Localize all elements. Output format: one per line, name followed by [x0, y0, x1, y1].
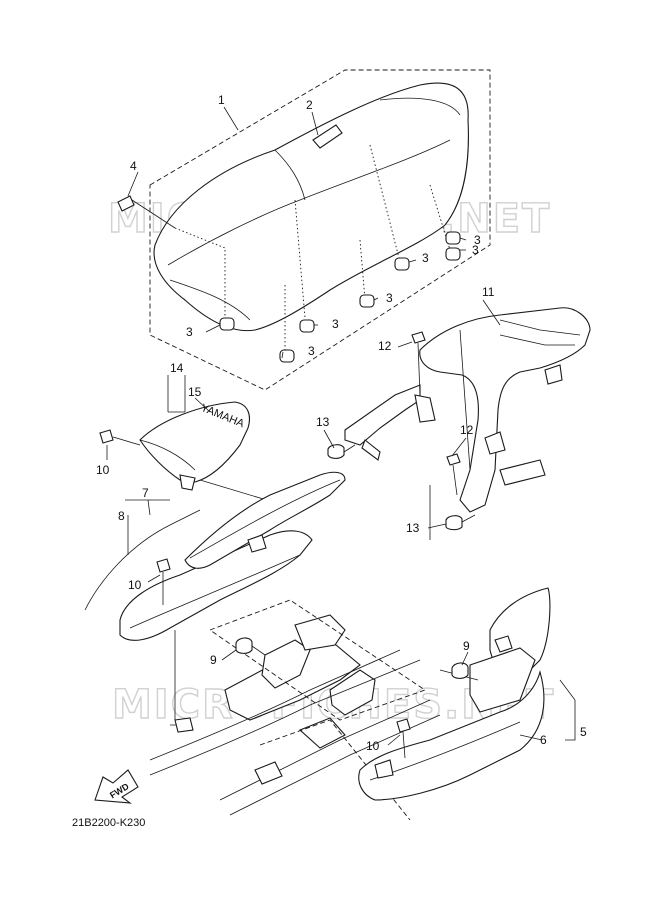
callout-12-bottom: 12: [460, 423, 474, 437]
frame-structure: [149, 599, 441, 821]
callout-3a: 3: [186, 325, 193, 339]
callout-8: 8: [118, 509, 125, 523]
callout-2: 2: [306, 98, 313, 112]
callout-10-bottom: 10: [366, 739, 380, 753]
callout-3e: 3: [422, 251, 429, 265]
callout-5: 5: [580, 725, 587, 739]
callout-10-middle: 10: [128, 578, 142, 592]
callout-3g: 3: [474, 233, 481, 247]
leader-lines: [106, 106, 576, 746]
tail-cover: YAMAHA: [99, 401, 301, 511]
callout-11: 11: [482, 285, 495, 299]
callout-6: 6: [540, 733, 547, 747]
callout-14: 14: [170, 361, 184, 375]
callout-9-left: 9: [210, 653, 217, 667]
callout-13-bottom: 13: [406, 521, 420, 535]
grab-bar: [327, 307, 591, 540]
callout-9-right: 9: [463, 639, 470, 653]
seat-assembly: [117, 69, 491, 391]
callout-1: 1: [218, 93, 225, 107]
callout-3f: 3: [472, 243, 479, 257]
callout-labels: 1 2 3 3 3 3 3 3 3 4 5 6 7 8 9 9 10 10 10…: [96, 93, 587, 753]
callout-3d: 3: [386, 291, 393, 305]
callout-7: 7: [142, 486, 149, 500]
right-side-cover: [358, 587, 551, 801]
callout-12-top: 12: [378, 339, 392, 353]
callout-10-top: 10: [96, 463, 110, 477]
callout-3c: 3: [332, 317, 339, 331]
callout-3b: 3: [308, 344, 315, 358]
callout-4: 4: [130, 159, 137, 173]
callout-13-top: 13: [316, 415, 330, 429]
fwd-arrow-icon: FWD: [94, 769, 139, 804]
diagram-part-code: 21B2200-K230: [72, 817, 145, 829]
callout-15: 15: [188, 385, 202, 399]
left-side-cover: [84, 471, 346, 733]
